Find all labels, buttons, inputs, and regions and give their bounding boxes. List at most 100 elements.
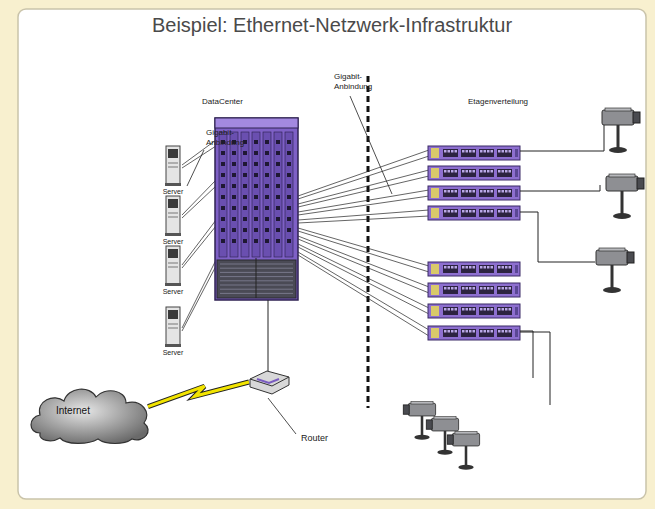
port [469,266,472,269]
port [487,308,490,311]
port [484,190,487,193]
server-icon [158,195,188,237]
server-link [182,226,216,268]
server: Server [158,195,188,247]
port-block [443,189,458,197]
camera-cable [520,212,595,262]
port [491,287,494,290]
port [509,170,512,173]
server-label: Server [152,287,194,296]
port [480,266,483,269]
card-port [287,239,291,243]
port-block [461,286,476,294]
uplink-line [298,255,429,336]
port [462,170,465,173]
port [455,330,458,333]
port [505,190,508,193]
port-block [461,329,476,337]
drawing-part [168,310,178,319]
port-block [479,209,494,217]
drawing-part [168,267,178,268]
port [487,266,490,269]
drawing-part [452,433,479,446]
port [509,266,512,269]
switch-label [431,328,439,338]
uplink-line [298,156,429,199]
port-block [497,169,512,177]
port-block [443,209,458,217]
port [448,190,451,193]
uplink-line [298,210,429,220]
drawing-part [168,149,178,158]
port-block [461,209,476,217]
card-port [276,140,280,144]
port [462,150,465,153]
port-block [461,169,476,177]
card-port [265,206,269,210]
drawing-part [603,287,621,293]
port [498,210,501,213]
card-port [254,195,258,199]
port [473,308,476,311]
line-card [241,132,249,257]
switch-label [431,208,439,218]
port [487,150,490,153]
camera-cable [520,120,604,151]
card-port [265,228,269,232]
card-port [276,239,280,243]
port [444,170,447,173]
port [491,170,494,173]
card-port [276,173,280,177]
card-port [243,184,247,188]
card-port [243,195,247,199]
port [487,210,490,213]
card-port [254,206,258,210]
port-block [497,265,512,273]
port-block [443,149,458,157]
title: Beispiel: Ethernet-Netzwerk-Infrastruktu… [18,14,646,37]
port-block [497,149,512,157]
card-port [265,162,269,166]
port-block [497,307,512,315]
port-block [443,307,458,315]
drawing-part [609,174,635,177]
card-port [265,239,269,243]
card-port [221,228,225,232]
drawing-part [437,450,452,455]
port-block [443,265,458,273]
drawing-part [168,199,178,208]
port [473,170,476,173]
drawing-part [168,263,178,264]
port [505,287,508,290]
port [466,190,469,193]
uplink-line [298,244,429,308]
camera [596,248,634,293]
card-port [265,195,269,199]
port [466,150,469,153]
card-port [265,140,269,144]
card-port [232,239,236,243]
drawing-part [447,435,453,444]
drawing-part [31,389,148,443]
port-block [461,307,476,315]
drawing-part [166,307,180,345]
port [466,308,469,311]
drawing-part [168,213,178,214]
port [451,190,454,193]
card-port [221,173,225,177]
port [462,308,465,311]
drawing-part [168,163,178,164]
port [480,150,483,153]
router-label: Router [301,433,328,444]
port [451,170,454,173]
uplink-line [298,236,429,287]
leader-line [350,96,392,194]
port-block [479,286,494,294]
port [505,308,508,311]
drawing-part [166,246,180,284]
switch-edge [515,169,518,177]
server-icon [158,145,188,187]
port [509,210,512,213]
port [487,287,490,290]
drawing-part [431,418,458,431]
